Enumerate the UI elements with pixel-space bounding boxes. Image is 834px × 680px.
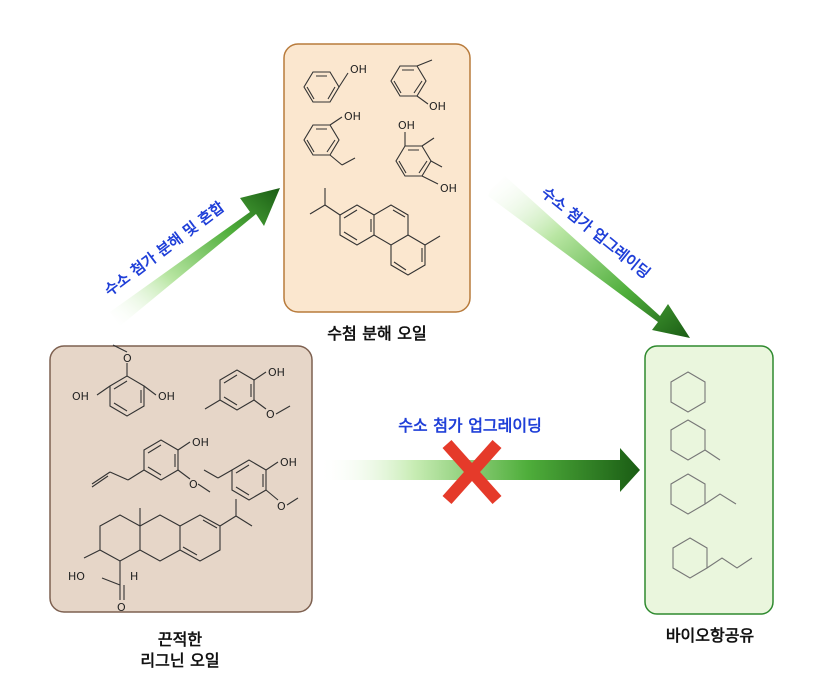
retene-molecule-icon: [309, 188, 441, 276]
propylcyclohexane-molecule-icon: [672, 537, 753, 579]
phenol-molecule-icon: OH: [303, 63, 367, 103]
eugenol-molecule-icon: OH O: [91, 436, 211, 493]
svg-text:O: O: [123, 352, 132, 365]
cyclohexane-molecule-icon: [670, 371, 706, 413]
svg-text:OH: OH: [398, 119, 415, 132]
svg-text:OH: OH: [440, 182, 457, 195]
hydrotreating-upgrade-label-direct: 수소 첨가 업그레이딩: [398, 416, 542, 435]
bio-jet-fuel-box: [644, 345, 774, 615]
hydrocracked-oil-box: [283, 43, 471, 313]
arrow-oil-to-aromatic: [488, 176, 690, 338]
svg-text:OH: OH: [350, 63, 367, 76]
lignin-oil-label-line2: 리그닌 오일: [140, 651, 220, 670]
methylguaiacol-molecule-icon: OH O: [204, 366, 291, 421]
svg-text:H: H: [130, 570, 138, 583]
arrow-lignin-to-oil: [110, 188, 280, 326]
svg-text:OH: OH: [280, 456, 297, 469]
methylbenzenediol-molecule-icon: OH OH: [395, 119, 457, 195]
lignin-oil-box: [49, 345, 313, 613]
svg-text:O: O: [189, 478, 198, 491]
dehydroabietic-acid-molecule-icon: HO O H: [68, 499, 253, 614]
propylguaiacol-molecule-icon: OH O: [203, 456, 299, 513]
ethylcyclohexane-molecule-icon: [670, 473, 737, 515]
svg-text:O: O: [277, 500, 286, 513]
svg-text:O: O: [266, 408, 275, 421]
svg-text:OH: OH: [72, 390, 89, 403]
2-ethylphenol-molecule-icon: OH: [303, 110, 361, 166]
syringol-molecule-icon: O OH OH: [72, 344, 175, 417]
svg-text:O: O: [117, 601, 126, 614]
hydrocracked-oil-label: 수첨 분해 오일: [327, 324, 427, 343]
svg-text:OH: OH: [192, 436, 209, 449]
bio-jet-fuel-label: 바이오항공유: [665, 626, 755, 645]
svg-text:OH: OH: [268, 366, 285, 379]
svg-text:OH: OH: [158, 390, 175, 403]
svg-text:OH: OH: [429, 100, 446, 113]
o-cresol-molecule-icon: OH: [390, 59, 446, 113]
lignin-oil-label-line1: 끈적한: [157, 630, 203, 649]
blocked-x-icon: [442, 440, 502, 504]
svg-text:OH: OH: [344, 110, 361, 123]
svg-text:HO: HO: [68, 570, 85, 583]
methylcyclohexane-molecule-icon: [670, 419, 721, 461]
